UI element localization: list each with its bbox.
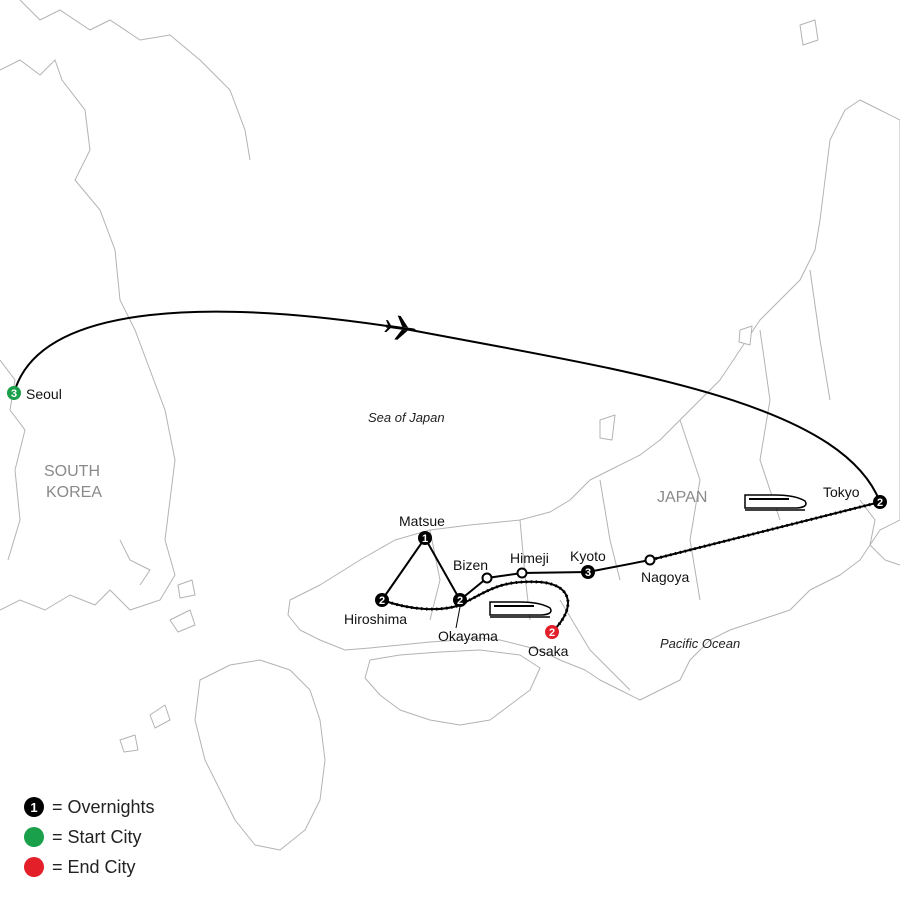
okayama-label: Okayama: [438, 628, 498, 644]
honshu-coastline: [287, 99, 900, 701]
city-matsue[interactable]: 1 Matsue: [399, 513, 445, 545]
island-7: [738, 325, 753, 346]
mainland-coastline: [19, 0, 251, 161]
stop-marker: [481, 572, 493, 584]
himeji-label: Himeji: [510, 550, 549, 566]
overnight-marker: [375, 593, 389, 607]
japan-label: JAPAN: [657, 489, 707, 506]
island-3: [799, 19, 819, 46]
legend-overnights: 1 = Overnights: [24, 792, 155, 822]
tokyo-bay: [859, 499, 900, 566]
seoul-nights: 3: [11, 388, 17, 400]
sea-of-japan-label: Sea of Japan: [368, 410, 445, 425]
rail-route-tokyo-nagoya: [649, 501, 881, 561]
south-korea-label-line1: SOUTH: [44, 463, 100, 480]
tokyo-label: Tokyo: [823, 484, 860, 500]
legend-start-city-label: = Start City: [52, 826, 142, 847]
island-5: [119, 734, 139, 753]
bullet-train-icon: [489, 601, 552, 618]
end-city-marker: [24, 857, 44, 877]
okayama-leader: [455, 606, 461, 629]
matsue-nights: 1: [422, 533, 428, 545]
end-city-marker: [545, 625, 559, 639]
hiroshima-label: Hiroshima: [344, 611, 407, 627]
city-nagoya[interactable]: Nagoya: [641, 554, 689, 586]
seoul-label: Seoul: [26, 386, 62, 402]
overnight-marker: 1: [24, 797, 44, 817]
south-korea-label-line2: KOREA: [46, 484, 102, 501]
nagoya-label: Nagoya: [641, 569, 689, 585]
pacific-ocean-label: Pacific Ocean: [660, 636, 740, 651]
city-himeji[interactable]: Himeji: [510, 550, 549, 579]
plane-icon: [384, 315, 416, 340]
start-city-marker: [7, 386, 21, 400]
island-2: [177, 579, 196, 599]
island-1: [169, 609, 196, 633]
kyushu-coastline: [194, 659, 326, 851]
matsue-label: Matsue: [399, 513, 445, 529]
city-bizen[interactable]: Bizen: [453, 557, 493, 584]
legend-overnights-label: = Overnights: [52, 796, 155, 817]
overnight-marker: [453, 593, 467, 607]
shikoku-coastline: [364, 649, 541, 726]
korea-east-bump: [119, 539, 151, 586]
kii-coastline: [559, 599, 631, 691]
stop-marker: [516, 567, 528, 579]
rail-ticks-hiroshima-osaka: [381, 580, 570, 634]
overnight-marker: [581, 565, 595, 579]
legend-end-city-label: = End City: [52, 856, 136, 877]
city-okayama[interactable]: 2 Okayama: [438, 593, 498, 644]
city-seoul[interactable]: 3 Seoul: [7, 386, 62, 402]
island-4: [149, 704, 171, 729]
legend-end-city: = End City: [24, 852, 155, 882]
korea-coastline: [0, 59, 176, 611]
okayama-nights: 2: [457, 595, 463, 607]
osaka-label: Osaka: [528, 643, 569, 659]
korea-west-coast: [0, 359, 26, 561]
overnight-marker: [418, 531, 432, 545]
stop-marker: [644, 554, 656, 566]
city-hiroshima[interactable]: 2 Hiroshima: [344, 593, 407, 627]
legend-start-city: = Start City: [24, 822, 155, 852]
city-kyoto[interactable]: 3 Kyoto: [570, 548, 606, 579]
coastlines: [0, 0, 900, 851]
bizen-label: Bizen: [453, 557, 488, 573]
city-osaka[interactable]: 2 Osaka: [528, 625, 569, 659]
kyoto-nights: 3: [585, 567, 591, 579]
map-legend: 1 = Overnights = Start City = End City: [24, 792, 155, 882]
island-6: [599, 414, 616, 441]
region-labels: SOUTH KOREA JAPAN Sea of Japan Pacific O…: [44, 410, 740, 651]
start-city-marker: [24, 827, 44, 847]
city-tokyo[interactable]: 2 Tokyo: [823, 484, 887, 509]
osaka-nights: 2: [549, 627, 555, 639]
hiroshima-nights: 2: [379, 595, 385, 607]
bullet-train-icon: [744, 494, 807, 511]
overnight-marker: [873, 495, 887, 509]
kyoto-label: Kyoto: [570, 548, 606, 564]
tokyo-nights: 2: [877, 497, 883, 509]
